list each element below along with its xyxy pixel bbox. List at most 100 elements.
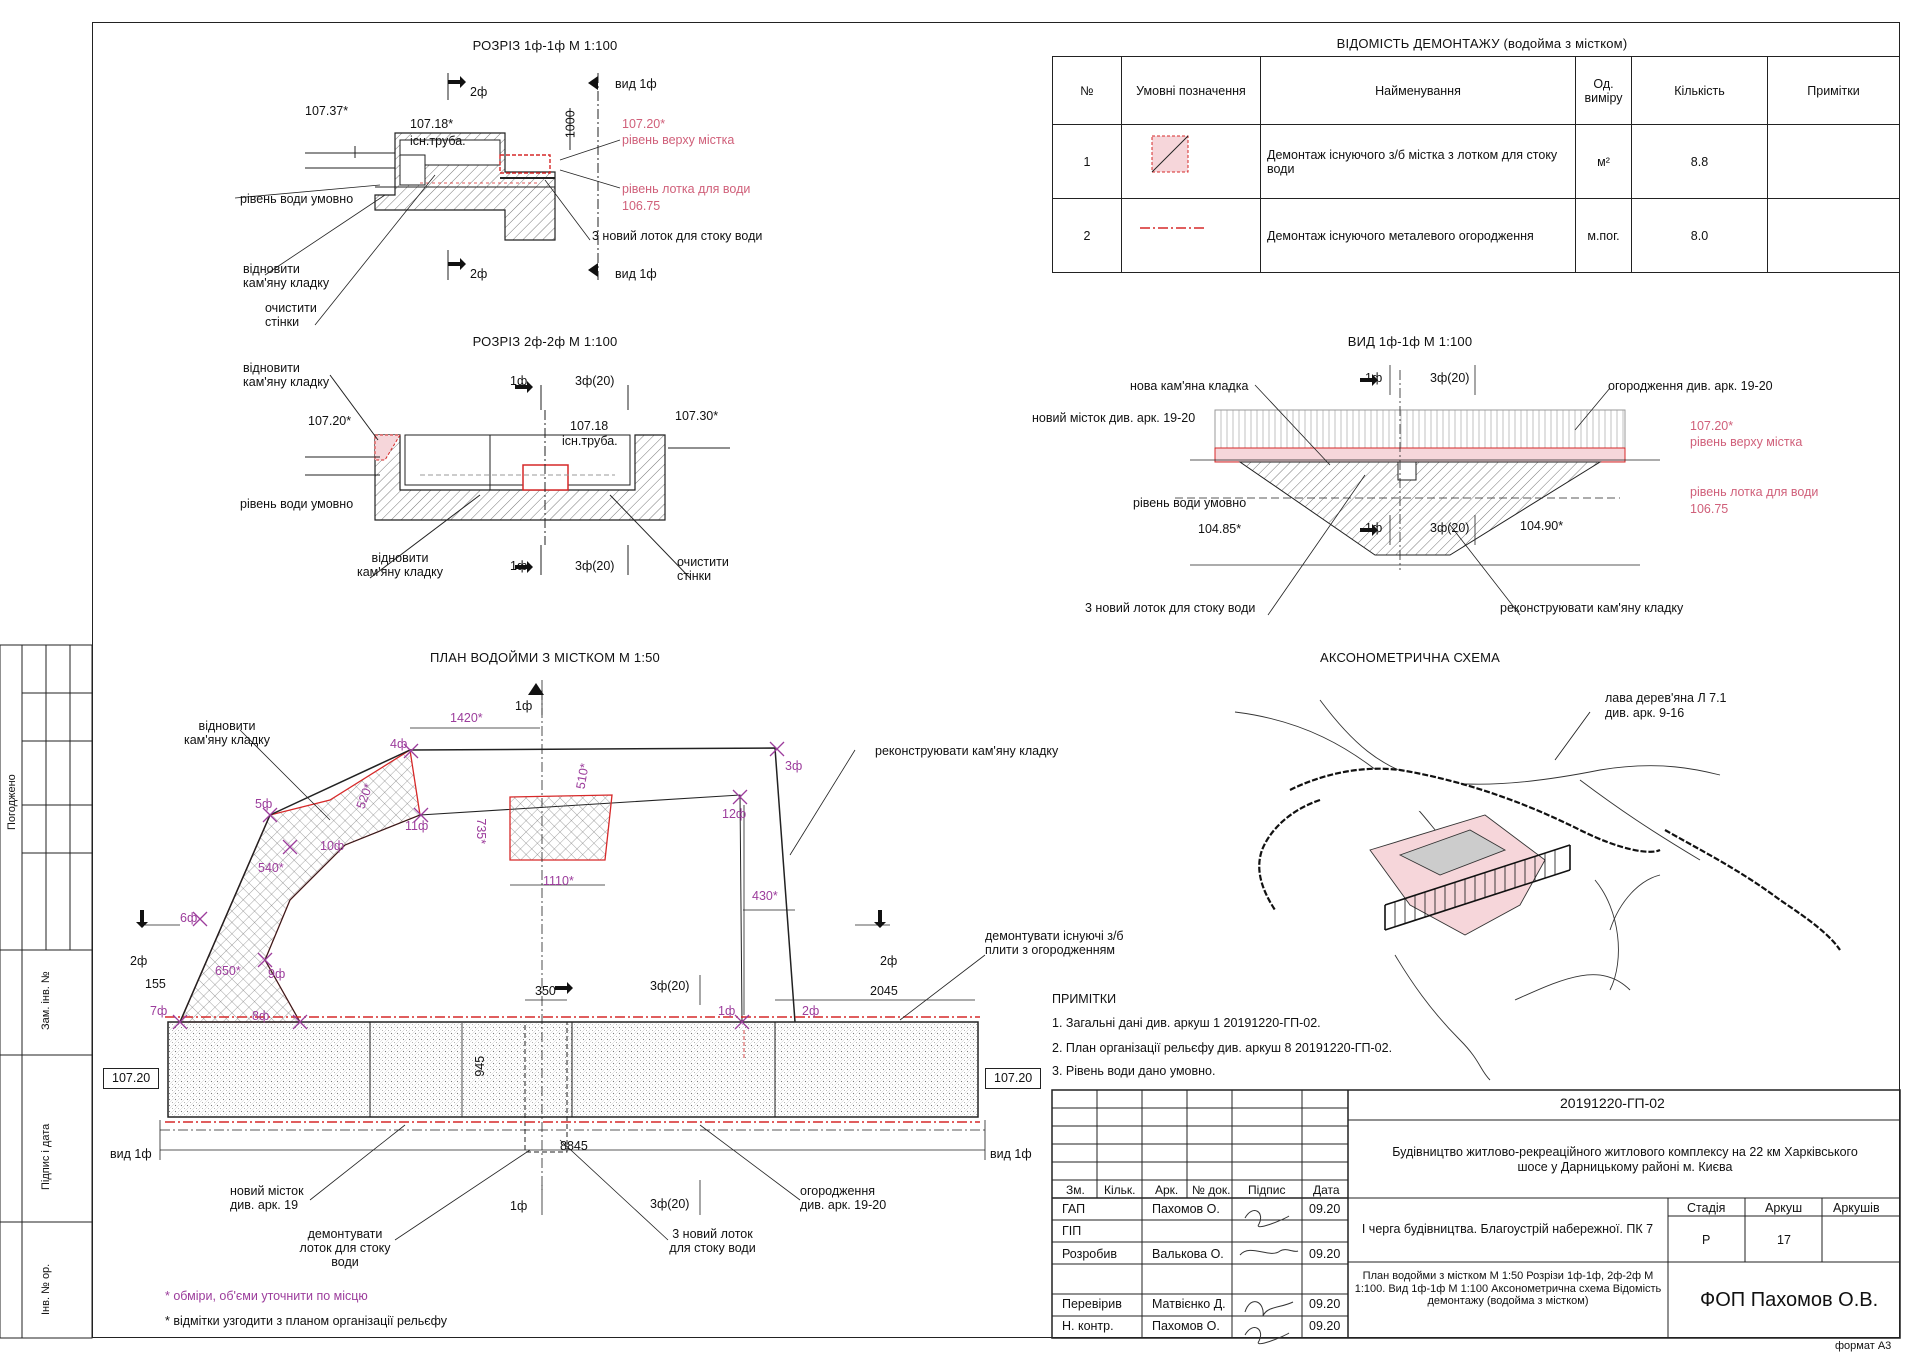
th-number: №: [1052, 56, 1122, 125]
stamp-role-3: Перевірив: [1062, 1297, 1122, 1311]
th-notes: Примітки: [1767, 56, 1900, 125]
th-name: Найменування: [1260, 56, 1576, 125]
plan-drawing: [136, 680, 986, 1241]
view-1-drawing: [1175, 365, 1660, 616]
plan-cut3-top: 3ф(20): [650, 979, 690, 993]
note-1: 1. Загальні дані див. аркуш 1 20191220-Г…: [1052, 1016, 1321, 1030]
stamp-sheet: 17: [1777, 1233, 1791, 1247]
stamp-date-3: 09.20: [1309, 1297, 1341, 1311]
s1-clean: очистити стінки: [265, 301, 317, 329]
s1-cut-top: 2ф: [470, 85, 488, 99]
axo-bench: лава дерев'яна Л 7.1: [1605, 691, 1727, 705]
row-name: Демонтаж існуючого металевого огородженн…: [1260, 198, 1576, 273]
point-7: 7ф: [150, 1004, 168, 1018]
plan-reconstruct: реконструювати кам'яну кладку: [875, 744, 1059, 758]
s1-elev-pipe: 107.18*: [410, 117, 454, 131]
v1-new-tray: 3 новий лоток для стоку води: [1085, 601, 1256, 615]
note-marks: * відмітки узгодити з планом організації…: [165, 1314, 448, 1328]
th-unit: Од. виміру: [1575, 56, 1632, 125]
dim-350: 350: [535, 984, 556, 998]
stamp-col-doc: № док.: [1192, 1183, 1231, 1197]
v1-new-masonry: нова кам'яна кладка: [1130, 379, 1249, 393]
s2-restore2: відновити кам'яну кладку: [356, 551, 444, 579]
section-1-title: РОЗРІЗ 1ф-1ф М 1:100: [472, 38, 618, 53]
s1-cut-bottom: 2ф: [470, 267, 488, 281]
row-unit: м²: [1575, 124, 1632, 199]
point-8: 8ф: [252, 1009, 270, 1023]
axo-bench-ref: див. арк. 9-16: [1605, 706, 1685, 720]
v1-reconstruct: реконструювати кам'яну кладку: [1500, 601, 1684, 615]
plan-cut1-top: 1ф: [515, 699, 533, 713]
dim-945: 945: [473, 1055, 488, 1077]
section-2-title: РОЗРІЗ 2ф-2ф М 1:100: [472, 334, 618, 349]
plan-new-tray: 3 новий лоток для стоку води: [669, 1227, 756, 1255]
dim-8845: 8845: [560, 1139, 588, 1153]
axonometric-drawing: [1234, 699, 1841, 1081]
dim-155: 155: [145, 977, 166, 991]
stamp-col-sign: Підпис: [1248, 1183, 1286, 1197]
stamp-col-date: Дата: [1313, 1183, 1340, 1197]
point-4: 4ф: [390, 737, 408, 751]
table-row: 1 Демонтаж існуючого з/б містка з лотком…: [1052, 124, 1900, 199]
dim-430: 430*: [752, 889, 778, 903]
dim-1110: 1110*: [543, 874, 574, 888]
s2-cut1-top: 1ф: [510, 374, 528, 388]
point-11: 11ф: [405, 819, 429, 833]
s1-tray-label: рівень лотка для води: [622, 182, 751, 196]
row-symbol: [1121, 124, 1261, 199]
section-2-drawing: [305, 374, 730, 579]
row-note: [1767, 198, 1900, 273]
stamp-role-1: ГІП: [1062, 1224, 1082, 1238]
s2-cut3-top: 3ф(20): [575, 374, 615, 388]
title-block: [1051, 1089, 1901, 1345]
stamp-format: формат А3: [1835, 1340, 1892, 1352]
row-number: 1: [1052, 124, 1122, 199]
row-qty: 8.0: [1631, 198, 1768, 273]
point-9: 9ф: [268, 967, 286, 981]
stamp-name-2: Валькова О.: [1152, 1247, 1224, 1261]
dim-650: 650*: [215, 964, 241, 978]
stamp-date-4: 09.20: [1309, 1319, 1341, 1333]
stamp-stage: Р: [1702, 1233, 1711, 1247]
row-name: Демонтаж існуючого з/б містка з лотком д…: [1260, 124, 1576, 199]
th-symbol: Умовні позначення: [1121, 56, 1261, 125]
point-6: 6ф: [180, 911, 198, 925]
plan-cut2-left: 2ф: [130, 954, 148, 968]
s2-elev-pipe: 107.18: [570, 419, 609, 433]
axo-title: АКСОНОМЕТРИЧНА СХЕМА: [1319, 650, 1501, 665]
plan-cut2-right: 2ф: [880, 954, 898, 968]
stamp-name-0: Пахомов О.: [1152, 1202, 1220, 1216]
plan-restore: відновити кам'яну кладку: [183, 719, 271, 747]
stamp-date-0: 09.20: [1309, 1202, 1341, 1216]
note-3: 3. Рівень води дано умовно.: [1052, 1064, 1216, 1078]
point-10: 10ф: [320, 839, 345, 853]
s1-dim: 1000: [563, 110, 578, 139]
plan-demolish-tray: демонтувати лоток для стоку води: [299, 1227, 391, 1269]
v1-cut1-top: 1ф: [1365, 371, 1383, 385]
point-1: 1ф: [718, 1004, 736, 1018]
stamp-project: Будівництво житлово-рекреаційного житлов…: [1392, 1145, 1858, 1174]
point-2: 2ф: [802, 1004, 820, 1018]
row-number: 2: [1052, 198, 1122, 273]
s2-elev-left: 107.20*: [308, 414, 352, 428]
dim-1420: 1420*: [450, 711, 483, 725]
s1-water: рівень води умовно: [240, 192, 354, 206]
row-qty: 8.8: [1631, 124, 1768, 199]
view-1-title: ВИД 1ф-1ф М 1:100: [1347, 334, 1473, 349]
s1-top-elev: 107.20*: [622, 117, 666, 131]
v1-top-elev: 107.20*: [1690, 419, 1734, 433]
stamp-col-kilk: Кільк.: [1104, 1183, 1136, 1197]
row-symbol: [1121, 198, 1261, 273]
stamp-role-0: ГАП: [1062, 1202, 1086, 1216]
v1-cut3-bottom: 3ф(20): [1430, 521, 1470, 535]
point-12: 12ф: [722, 807, 747, 821]
point-5: 5ф: [255, 797, 273, 811]
plan-title: ПЛАН ВОДОЙМИ З МІСТКОМ М 1:50: [430, 650, 660, 665]
stamp-col-zm: Зм.: [1066, 1183, 1085, 1197]
stamp-company: ФОП Пахомов О.В.: [1700, 1289, 1879, 1311]
plan-new-bridge: новий місток див. арк. 19: [230, 1184, 304, 1212]
v1-cut1-bottom: 1ф: [1365, 521, 1383, 535]
dim-735: 735*: [474, 818, 489, 845]
